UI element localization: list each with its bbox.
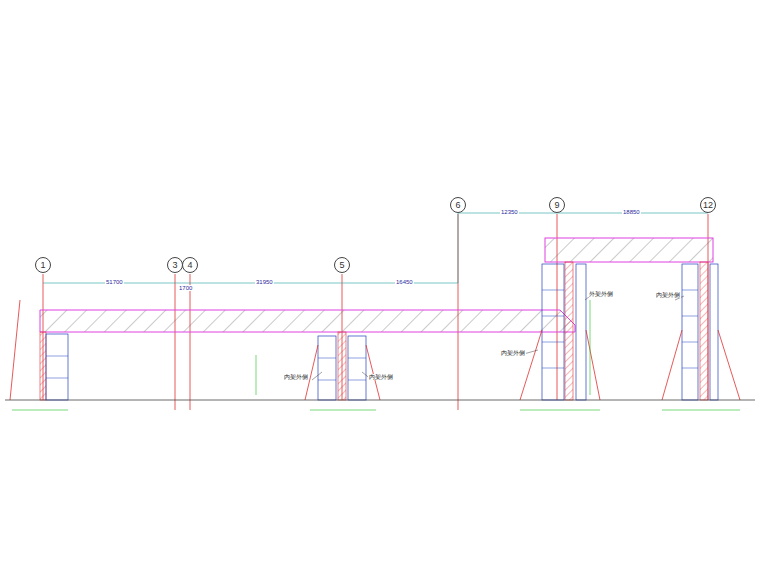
axis-number: 5 [339,261,344,270]
dimension-text: 1700 [178,285,193,291]
axis-number: 3 [172,261,177,270]
note-text: 内架外侧 [500,350,526,356]
dimension-text: 16450 [395,279,414,285]
axis-bubble: 1 [35,257,51,273]
axis-number: 6 [455,201,460,210]
dimension-text: 51700 [105,279,124,285]
axis-bubble: 9 [549,197,565,213]
axis-bubble: 12 [700,197,716,213]
note-text: 内架外侧 [368,374,394,380]
axis-number: 1 [40,261,45,270]
axis-number: 9 [554,201,559,210]
axis-bubble: 5 [334,257,350,273]
axis-bubble: 4 [182,257,198,273]
dimension-text: 18850 [622,209,641,215]
axis-number: 4 [187,261,192,270]
axis-bubble: 3 [167,257,183,273]
dimension-text: 31950 [255,279,274,285]
axis-bubble: 6 [450,197,466,213]
note-text: 内架外侧 [655,292,681,298]
axis-number: 12 [703,201,713,210]
note-text: 外架外侧 [588,291,614,297]
dimension-text: 12350 [500,209,519,215]
note-text: 内架外侧 [283,374,309,380]
